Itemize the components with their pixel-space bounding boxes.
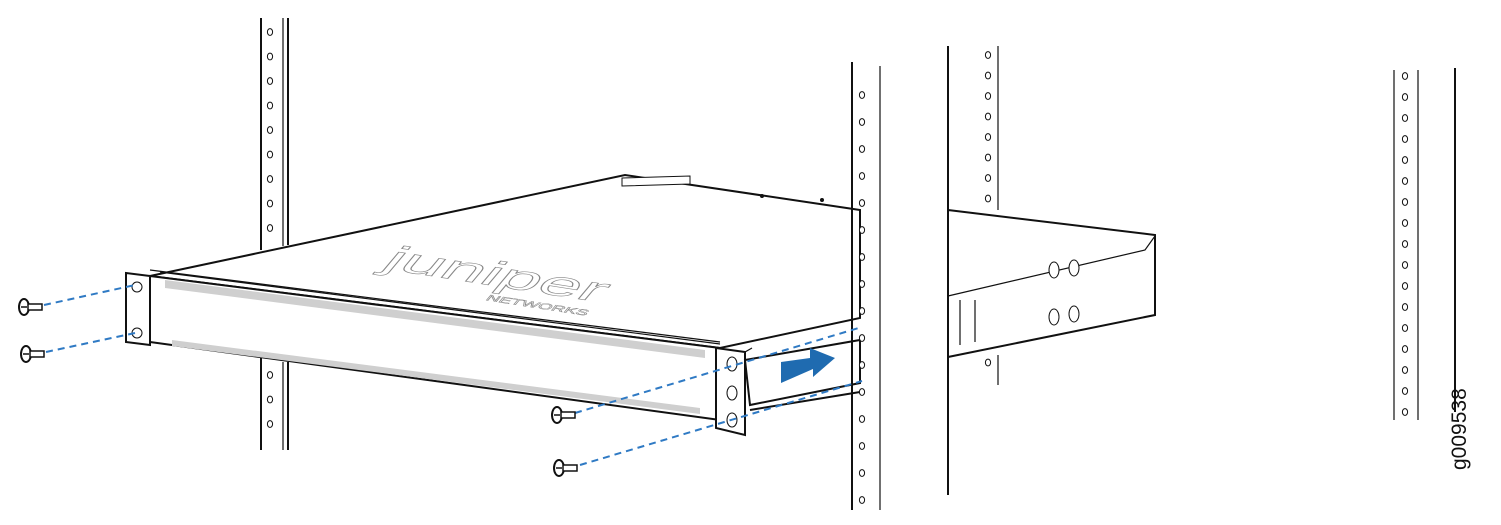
screw-icon — [18, 298, 43, 316]
rail-hole — [984, 153, 992, 162]
rail-hole — [984, 174, 992, 182]
far-right-rail — [1393, 68, 1456, 420]
rail-hole — [984, 358, 992, 367]
rail-hole — [1401, 198, 1409, 206]
rail-hole — [858, 361, 866, 369]
rail-hole — [266, 371, 274, 379]
rail-hole — [266, 420, 274, 428]
middle-rail — [851, 62, 881, 510]
rail-hole — [1401, 240, 1409, 248]
rail-hole — [984, 112, 992, 121]
rail-hole — [266, 77, 274, 85]
rail-hole — [858, 334, 866, 342]
rail-hole — [1401, 408, 1409, 416]
rail-hole — [1401, 345, 1409, 353]
rail-hole — [266, 28, 274, 36]
slide-direction-arrow-icon — [781, 348, 835, 383]
rail-hole — [266, 224, 274, 232]
rail-hole — [984, 51, 992, 59]
rail-hole — [1401, 219, 1409, 227]
rail-hole — [266, 175, 274, 183]
rail-hole — [858, 307, 866, 315]
switch-chassis: juniper NETWORKS — [125, 173, 861, 437]
rail-hole — [858, 415, 866, 423]
rail-hole — [1401, 135, 1409, 143]
rail-hole — [858, 172, 866, 180]
screw-icon — [20, 345, 45, 363]
rail-hole — [1401, 303, 1409, 311]
rail-hole — [1401, 387, 1409, 395]
rail-hole — [984, 194, 992, 203]
rail-hole — [266, 126, 274, 134]
rail-hole — [266, 395, 274, 404]
rail-hole — [1401, 366, 1409, 374]
rail-hole — [858, 145, 866, 153]
rail-hole — [858, 253, 866, 261]
rail-hole — [858, 118, 866, 126]
rail-hole — [266, 150, 274, 159]
screw-icon — [553, 459, 578, 477]
screw-icon — [551, 406, 576, 424]
rail-hole — [1401, 261, 1409, 269]
rail-hole — [858, 226, 866, 234]
rail-hole — [858, 442, 866, 450]
rail-hole — [984, 71, 992, 80]
rail-hole — [858, 469, 866, 477]
rail-hole — [858, 91, 866, 99]
rail-hole — [1401, 177, 1409, 185]
rail-hole — [1401, 156, 1409, 164]
rail-hole — [858, 388, 866, 396]
rail-hole — [858, 496, 866, 504]
rail-hole — [266, 101, 274, 110]
rail-hole — [1401, 324, 1409, 332]
rail-hole — [858, 199, 866, 207]
rail-hole — [1401, 282, 1409, 290]
rail-hole — [1401, 114, 1409, 122]
rail-hole — [984, 92, 992, 100]
installed-chassis — [947, 46, 1156, 495]
rail-hole — [984, 133, 992, 141]
rail-hole — [1401, 93, 1409, 101]
rail-hole — [1401, 72, 1409, 80]
left-rail — [260, 18, 289, 450]
rail-hole — [266, 199, 274, 208]
rail-hole — [266, 52, 274, 61]
rail-hole — [858, 280, 866, 288]
screw-guide-lines — [43, 284, 863, 466]
screws — [18, 298, 578, 477]
figure-id-label: g009538 — [1448, 388, 1471, 470]
